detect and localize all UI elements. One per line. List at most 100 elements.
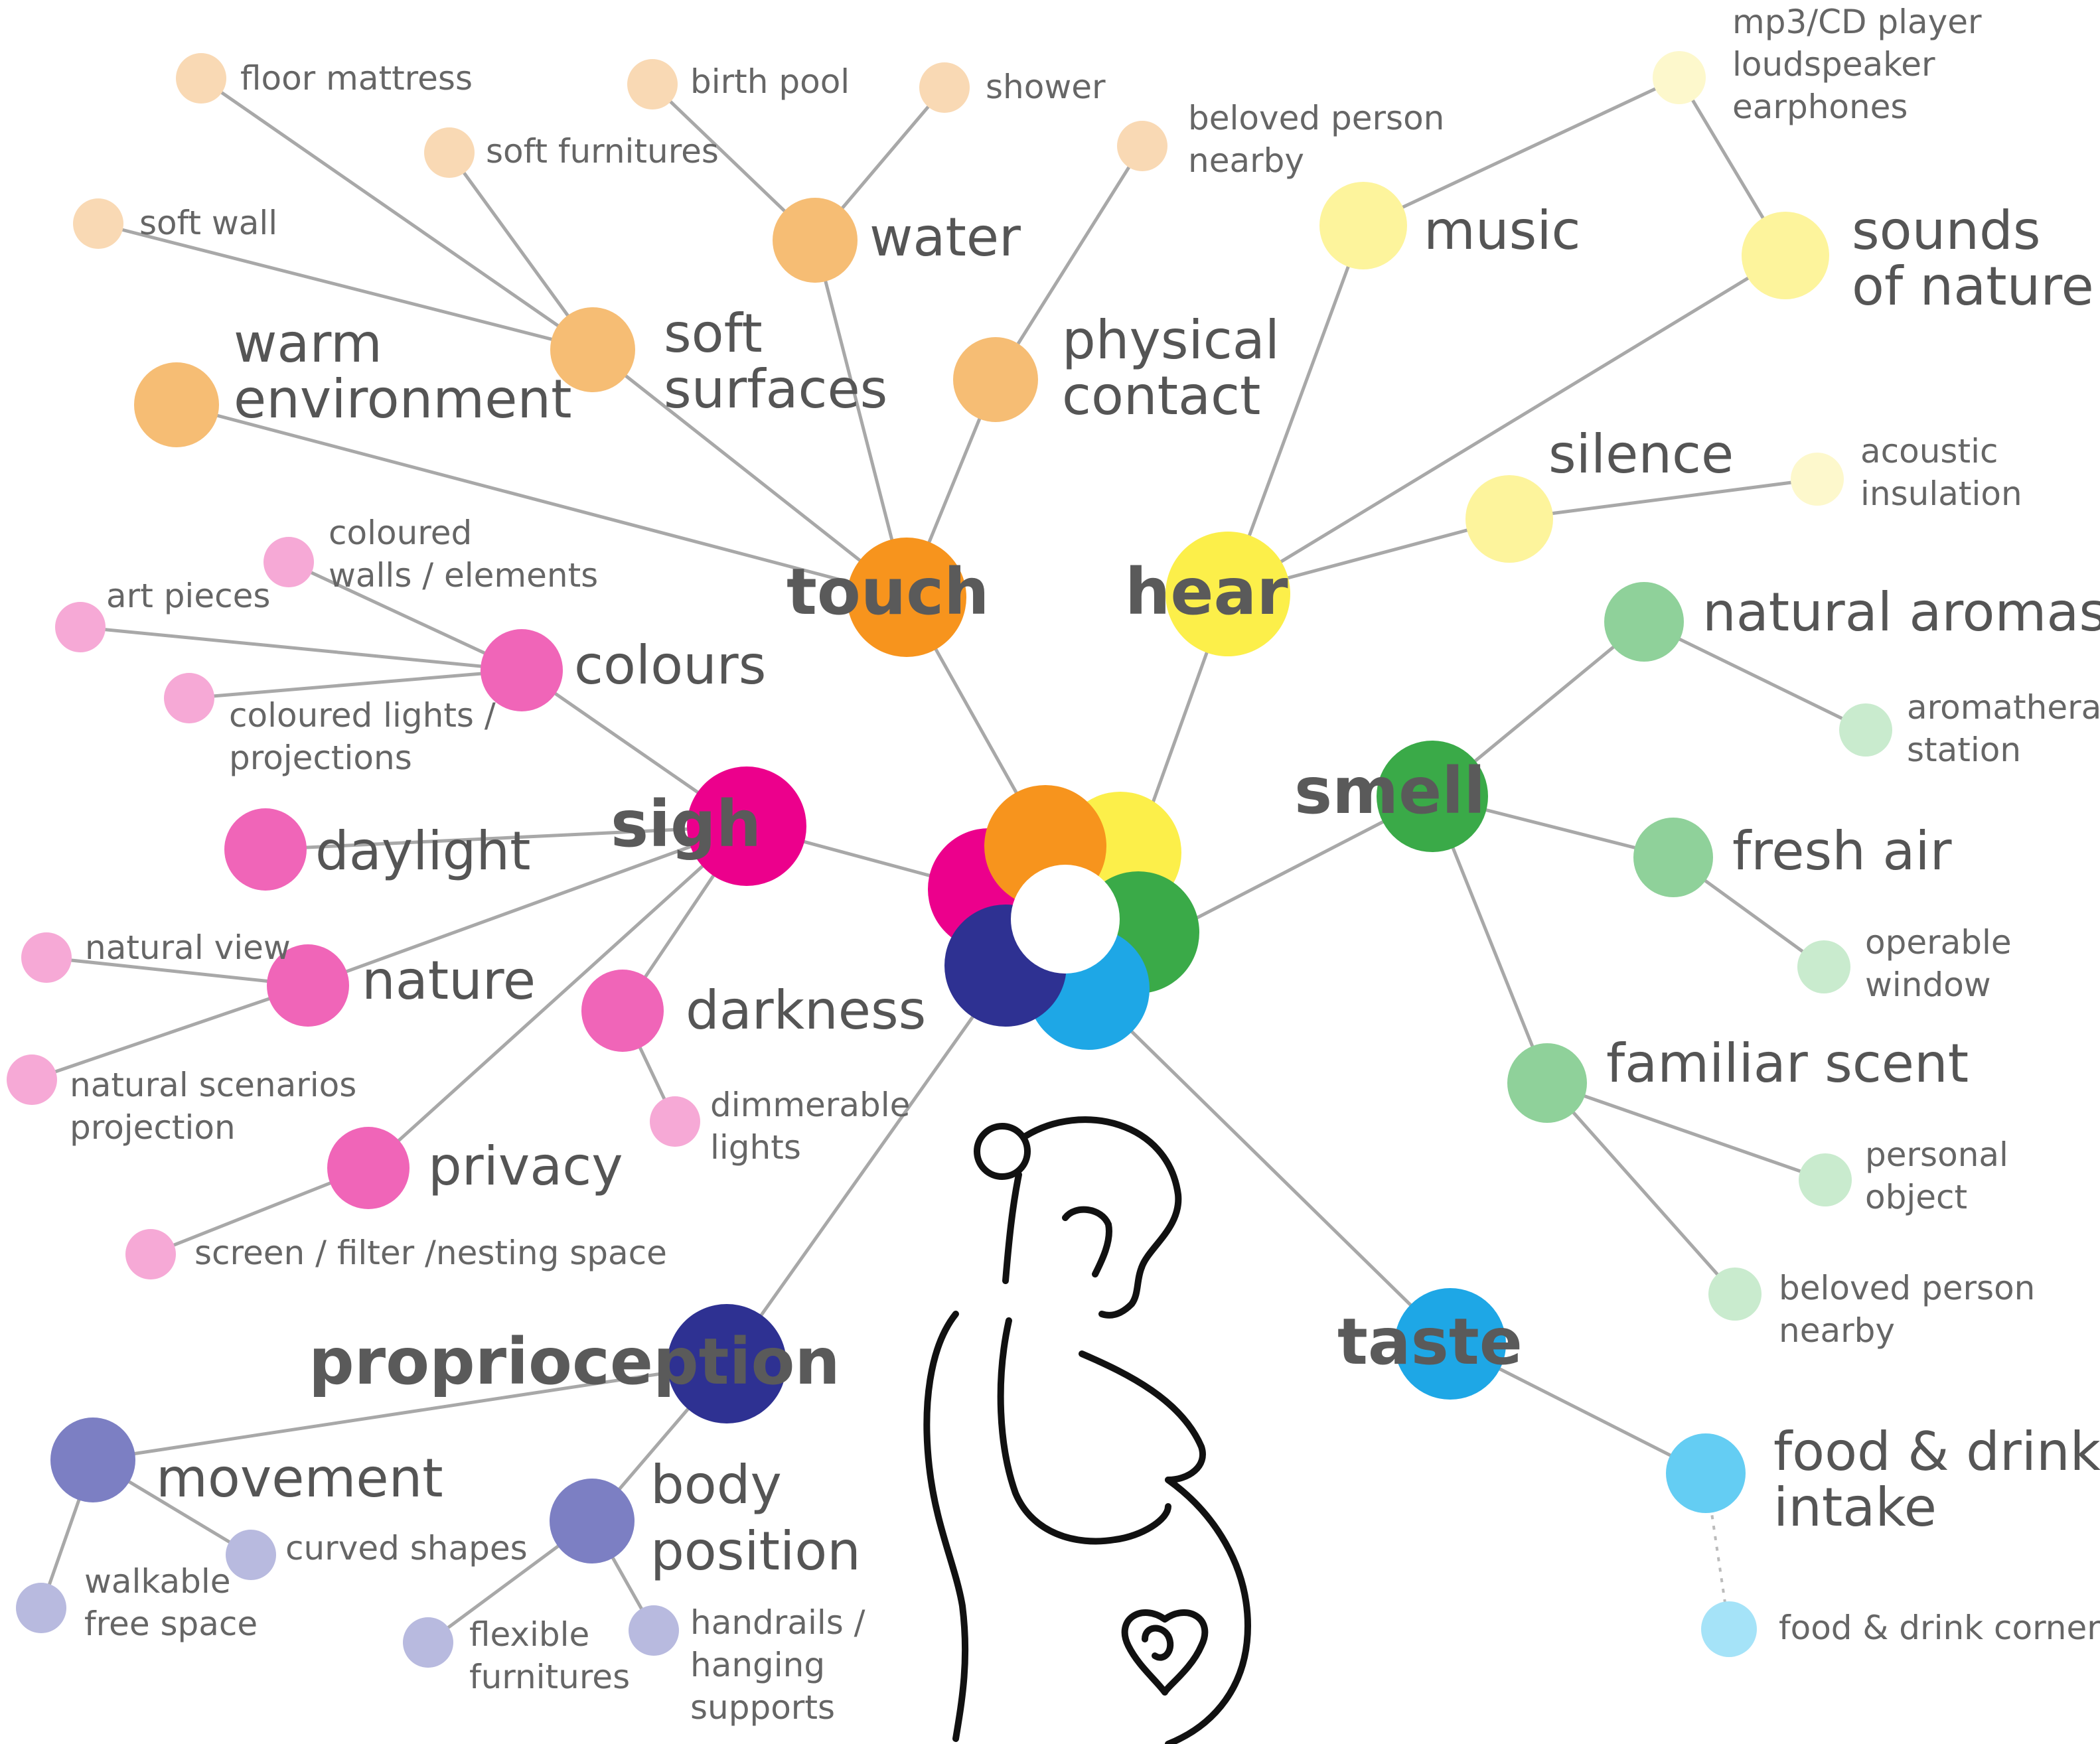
label-soft-wall: soft wall bbox=[139, 204, 277, 242]
node-colours bbox=[481, 629, 563, 711]
hub-label-proprioception: proprioception bbox=[309, 1325, 840, 1399]
label-birth-pool: birth pool bbox=[690, 62, 850, 101]
label-silence: silence bbox=[1548, 423, 1734, 485]
taste-labels: food & drink intake food & drink corner bbox=[1773, 1421, 2100, 1647]
label-operable-window: operable window bbox=[1865, 923, 2022, 1004]
label-players: mp3/CD player loudspeaker earphones bbox=[1732, 3, 1992, 126]
node-body-position bbox=[550, 1479, 635, 1563]
node-dimmerable-lights bbox=[650, 1096, 700, 1147]
node-food-drink-intake bbox=[1666, 1433, 1746, 1513]
hub-label-sight: sigh bbox=[611, 787, 761, 861]
hub-label-smell: smell bbox=[1294, 754, 1485, 828]
edge-nature-scenarios bbox=[31, 983, 309, 1082]
edge-soft-wall bbox=[98, 222, 593, 352]
label-curved-shapes: curved shapes bbox=[285, 1529, 528, 1567]
node-daylight bbox=[224, 808, 307, 891]
touch-labels: warm environment soft surfaces water phy… bbox=[139, 59, 1455, 430]
node-coloured-lights bbox=[164, 673, 214, 723]
node-handrails bbox=[629, 1605, 679, 1656]
nodes bbox=[7, 51, 1892, 1668]
label-body-position: body position bbox=[650, 1454, 861, 1582]
node-aromatherapy-station bbox=[1839, 703, 1892, 757]
label-natural-aromas: natural aromas bbox=[1702, 581, 2100, 643]
node-soft-furnitures bbox=[424, 127, 475, 178]
node-smell bbox=[1377, 741, 1488, 852]
label-darkness: darkness bbox=[686, 980, 926, 1041]
edge-sight-nature bbox=[307, 824, 747, 987]
label-colours: colours bbox=[574, 634, 766, 696]
edge-aromas-station bbox=[1643, 620, 1867, 732]
node-fresh-air bbox=[1633, 818, 1713, 897]
node-shower bbox=[919, 62, 970, 113]
node-acoustic-insulation bbox=[1791, 453, 1844, 506]
hear-labels: music sounds of nature silence mp3/CD pl… bbox=[1424, 3, 2094, 513]
node-art-pieces bbox=[55, 602, 106, 652]
node-floor-mattress bbox=[176, 53, 226, 104]
label-natural-view: natural view bbox=[85, 928, 291, 967]
label-floor-mattress: floor mattress bbox=[240, 59, 473, 98]
label-daylight: daylight bbox=[315, 820, 530, 882]
pregnant-woman-silhouette-icon bbox=[923, 1116, 1251, 1744]
node-sounds-of-nature bbox=[1742, 212, 1829, 299]
smell-labels: natural aromas fresh air familiar scent … bbox=[1606, 581, 2100, 1350]
node-personal-object bbox=[1799, 1153, 1852, 1206]
hub-label-hear: hear bbox=[1125, 555, 1288, 629]
label-natural-scenarios: natural scenarios projection bbox=[70, 1066, 367, 1147]
edge-sight-daylight bbox=[265, 824, 747, 851]
label-beloved-person-smell: beloved person nearby bbox=[1779, 1269, 2046, 1350]
label-walkable-free-space: walkable free space bbox=[84, 1562, 258, 1643]
label-food-drink-corner: food & drink corner bbox=[1779, 1609, 2100, 1647]
edge-familiar-person bbox=[1546, 1082, 1736, 1295]
edge-familiar-object bbox=[1546, 1081, 1826, 1182]
edge-center-proprioception bbox=[725, 997, 988, 1365]
flower-center bbox=[1011, 865, 1120, 974]
node-soft-wall bbox=[73, 198, 123, 249]
node-natural-aromas bbox=[1604, 582, 1684, 662]
edge-touch-soft bbox=[591, 348, 908, 599]
edge-sight-privacy bbox=[367, 825, 748, 1169]
node-coloured-walls bbox=[263, 537, 314, 587]
label-shower: shower bbox=[986, 68, 1106, 106]
label-privacy: privacy bbox=[428, 1135, 623, 1197]
edge-nature-view bbox=[46, 956, 309, 987]
node-hear bbox=[1165, 532, 1290, 656]
label-screen-filter: screen / filter /nesting space bbox=[194, 1234, 667, 1272]
node-silence bbox=[1465, 475, 1553, 563]
node-food-drink-corner bbox=[1701, 1601, 1757, 1657]
node-soft-surfaces bbox=[550, 307, 635, 392]
node-beloved-person-smell bbox=[1708, 1268, 1762, 1321]
edge-hear-nature bbox=[1227, 254, 1787, 596]
node-darkness bbox=[581, 970, 664, 1052]
edge-colours-art bbox=[80, 625, 522, 672]
label-soft-furnitures: soft furnitures bbox=[486, 132, 719, 171]
label-acoustic-insulation: acoustic insulation bbox=[1860, 432, 2022, 513]
label-physical-contact: physical contact bbox=[1062, 309, 1296, 427]
node-familiar-scent bbox=[1507, 1043, 1587, 1123]
node-birth-pool bbox=[627, 59, 678, 109]
node-curved-shapes bbox=[226, 1530, 276, 1580]
label-nature: nature bbox=[362, 950, 536, 1011]
center-flower-icon bbox=[928, 785, 1199, 1050]
node-music bbox=[1319, 182, 1407, 269]
proprioception-labels: movement body position curved shapes wal… bbox=[84, 1447, 875, 1727]
node-water bbox=[773, 198, 858, 283]
label-soft-surfaces: soft surfaces bbox=[664, 303, 887, 420]
hub-label-taste: taste bbox=[1337, 1305, 1523, 1379]
label-flexible-furnitures: flexible furnitures bbox=[469, 1615, 630, 1696]
node-physical-contact bbox=[953, 337, 1038, 422]
edge-contact-person bbox=[994, 145, 1144, 381]
hub-labels: touch hear smell taste proprioception si… bbox=[309, 555, 1523, 1399]
node-nature bbox=[267, 944, 349, 1027]
label-music: music bbox=[1424, 200, 1581, 261]
label-aromatherapy-station: aromatherapy station bbox=[1907, 688, 2100, 769]
edge-silence-acoustic bbox=[1509, 477, 1818, 521]
label-coloured-walls: coloured walls / elements bbox=[329, 514, 598, 595]
sight-labels: colours daylight nature darkness privacy… bbox=[70, 514, 926, 1272]
edge-center-taste bbox=[1107, 1007, 1452, 1345]
edge-colours-walls bbox=[287, 560, 523, 672]
label-food-drink-intake: food & drink intake bbox=[1773, 1421, 2100, 1538]
node-screen-filter bbox=[125, 1229, 176, 1279]
label-handrails: handrails / hanging supports bbox=[690, 1603, 875, 1727]
label-beloved-person-touch: beloved person nearby bbox=[1188, 99, 1455, 180]
node-operable-window bbox=[1797, 940, 1850, 993]
